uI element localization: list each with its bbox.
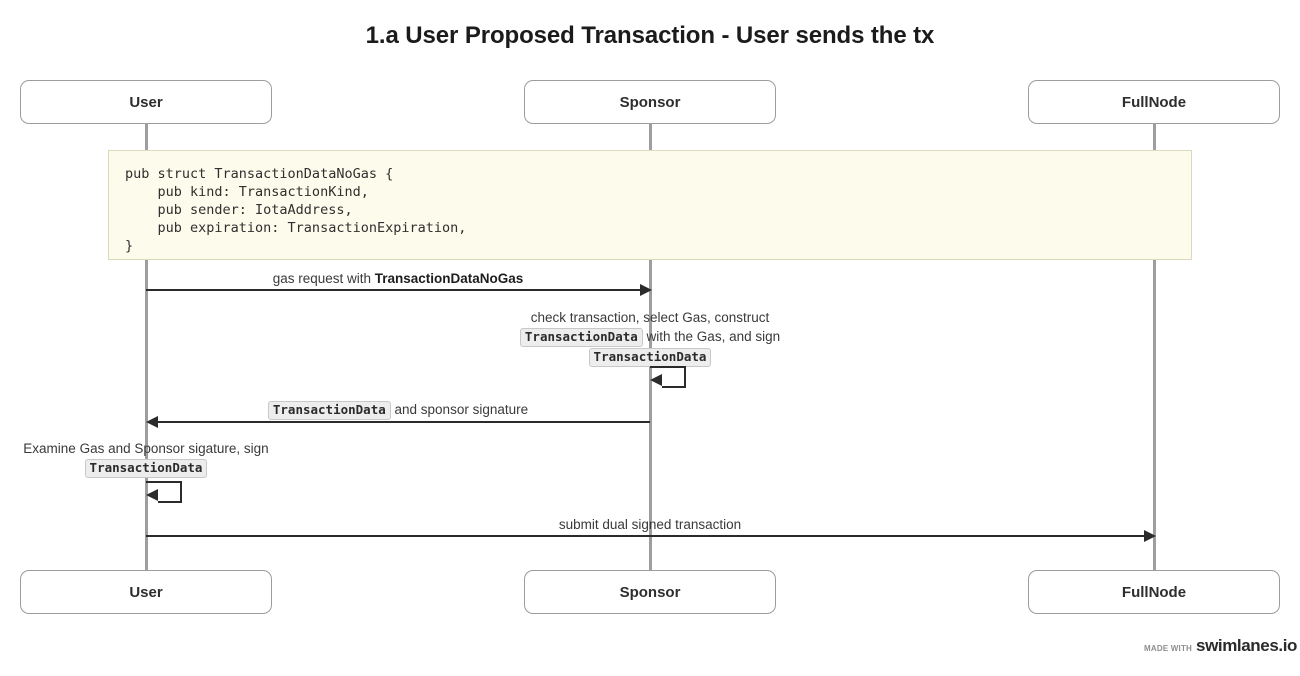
message-text: gas request with: [272, 271, 375, 286]
message-text: submit dual signed transaction: [558, 517, 742, 532]
code-chip: TransactionData: [588, 347, 712, 367]
message-arrow-return-data: [158, 421, 650, 424]
code-chip: TransactionData: [519, 327, 643, 347]
participant-label: FullNode: [1121, 93, 1187, 111]
message-text: with the Gas, and sign: [642, 329, 781, 344]
participant-label: Sponsor: [619, 583, 681, 601]
message-line-1: check transaction, select Gas, construct: [530, 310, 770, 325]
message-line-3: TransactionData: [400, 347, 900, 367]
message-label-return-data: TransactionData and sponsor signature: [146, 400, 650, 420]
arrowhead-sponsor-self: [650, 374, 662, 387]
participant-bottom-fullnode[interactable]: FullNode: [1028, 570, 1280, 614]
message-line-2: TransactionData: [0, 458, 352, 478]
arrowhead-return-data: [146, 416, 158, 428]
message-line-2: TransactionData with the Gas, and sign: [400, 327, 900, 347]
arrowhead-gas-request: [640, 284, 652, 296]
message-label-submit: submit dual signed transaction: [146, 515, 1154, 534]
lifeline-user: [144, 124, 148, 570]
participant-bottom-user[interactable]: User: [20, 570, 272, 614]
message-text: and sponsor signature: [390, 402, 529, 417]
self-message-loop-sponsor: [650, 366, 686, 388]
arrowhead-submit: [1144, 530, 1156, 542]
self-message-loop-user: [146, 481, 182, 503]
note-code-block: pub struct TransactionDataNoGas { pub ki…: [108, 150, 1192, 260]
lifeline-fullnode: [1152, 124, 1156, 570]
lifeline-sponsor: [648, 124, 652, 570]
watermark-made-with: Made with: [1144, 644, 1193, 653]
watermark-brand: swimlanes.io: [1196, 636, 1298, 655]
participant-label: FullNode: [1121, 583, 1187, 601]
page-title: 1.a User Proposed Transaction - User sen…: [365, 22, 935, 49]
code-chip: TransactionData: [267, 400, 391, 420]
participant-top-sponsor[interactable]: Sponsor: [524, 80, 776, 124]
participant-label: User: [129, 93, 163, 111]
participant-label: Sponsor: [619, 93, 681, 111]
participant-top-fullnode[interactable]: FullNode: [1028, 80, 1280, 124]
message-arrow-submit: [146, 535, 1146, 538]
message-arrow-gas-request: [146, 289, 642, 292]
participant-label: User: [129, 583, 163, 601]
message-line-1: Examine Gas and Sponsor sigature, sign: [23, 441, 269, 456]
note-code-text: pub struct TransactionDataNoGas { pub ki…: [125, 166, 467, 254]
message-text-bold: TransactionDataNoGas: [374, 271, 524, 286]
message-label-sponsor-self: check transaction, select Gas, construct…: [400, 308, 900, 367]
arrowhead-user-self: [146, 489, 158, 502]
message-label-gas-request: gas request with TransactionDataNoGas: [146, 269, 650, 288]
participant-bottom-sponsor[interactable]: Sponsor: [524, 570, 776, 614]
participant-top-user[interactable]: User: [20, 80, 272, 124]
message-label-user-self: Examine Gas and Sponsor sigature, sign T…: [0, 439, 352, 478]
code-chip: TransactionData: [84, 458, 208, 478]
watermark[interactable]: Made with swimlanes.io: [1144, 636, 1297, 656]
